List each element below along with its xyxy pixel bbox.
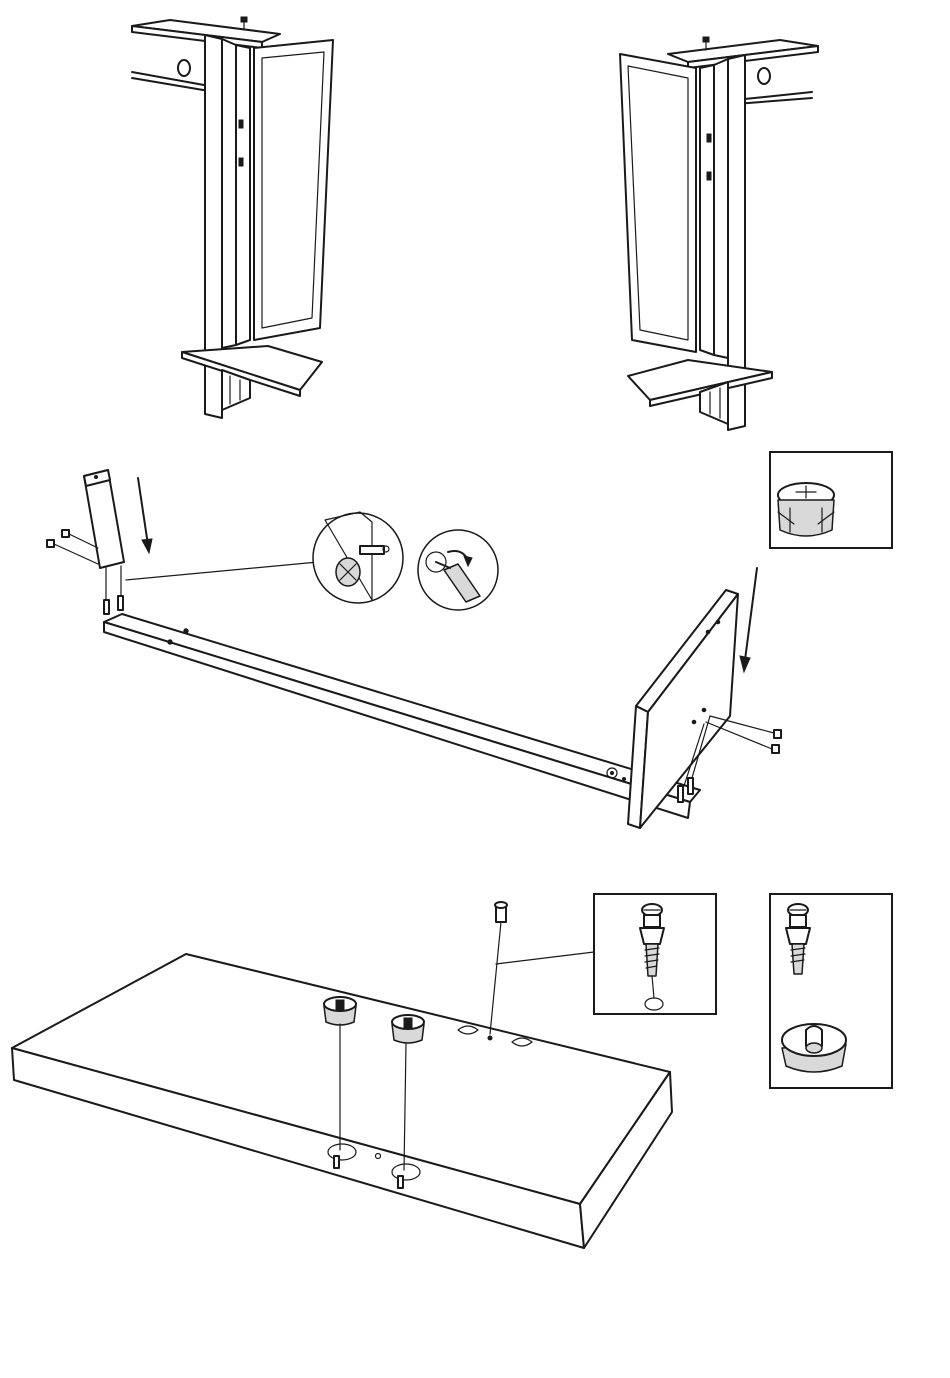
step-2-rail-assembly <box>47 452 892 828</box>
mirror-door-left <box>254 40 333 340</box>
arrow-down-icon <box>138 478 152 553</box>
inset-cam-bolt <box>594 894 716 1014</box>
cam-lock-callout <box>313 512 403 603</box>
cam-bolt-icon <box>495 902 507 922</box>
cam-lock-icon <box>324 997 356 1025</box>
screwdriver-callout <box>418 530 498 610</box>
side-unit-left <box>132 17 333 418</box>
inset-cam-lock <box>770 452 892 548</box>
cam-fittings-left <box>47 530 98 564</box>
side-unit-right <box>620 37 818 430</box>
cam-lock-icon <box>782 1024 846 1072</box>
inset-cam-bolt-and-lock <box>770 894 892 1088</box>
arrow-down-icon <box>740 568 757 672</box>
cam-bolt-icon <box>791 944 805 974</box>
cam-bolt-icon <box>645 944 659 976</box>
bottom-shelf-left <box>182 346 322 390</box>
hanging-rod-left <box>132 60 215 92</box>
cam-lock-icon <box>392 1015 424 1043</box>
step-3-board-assembly <box>12 894 892 1248</box>
